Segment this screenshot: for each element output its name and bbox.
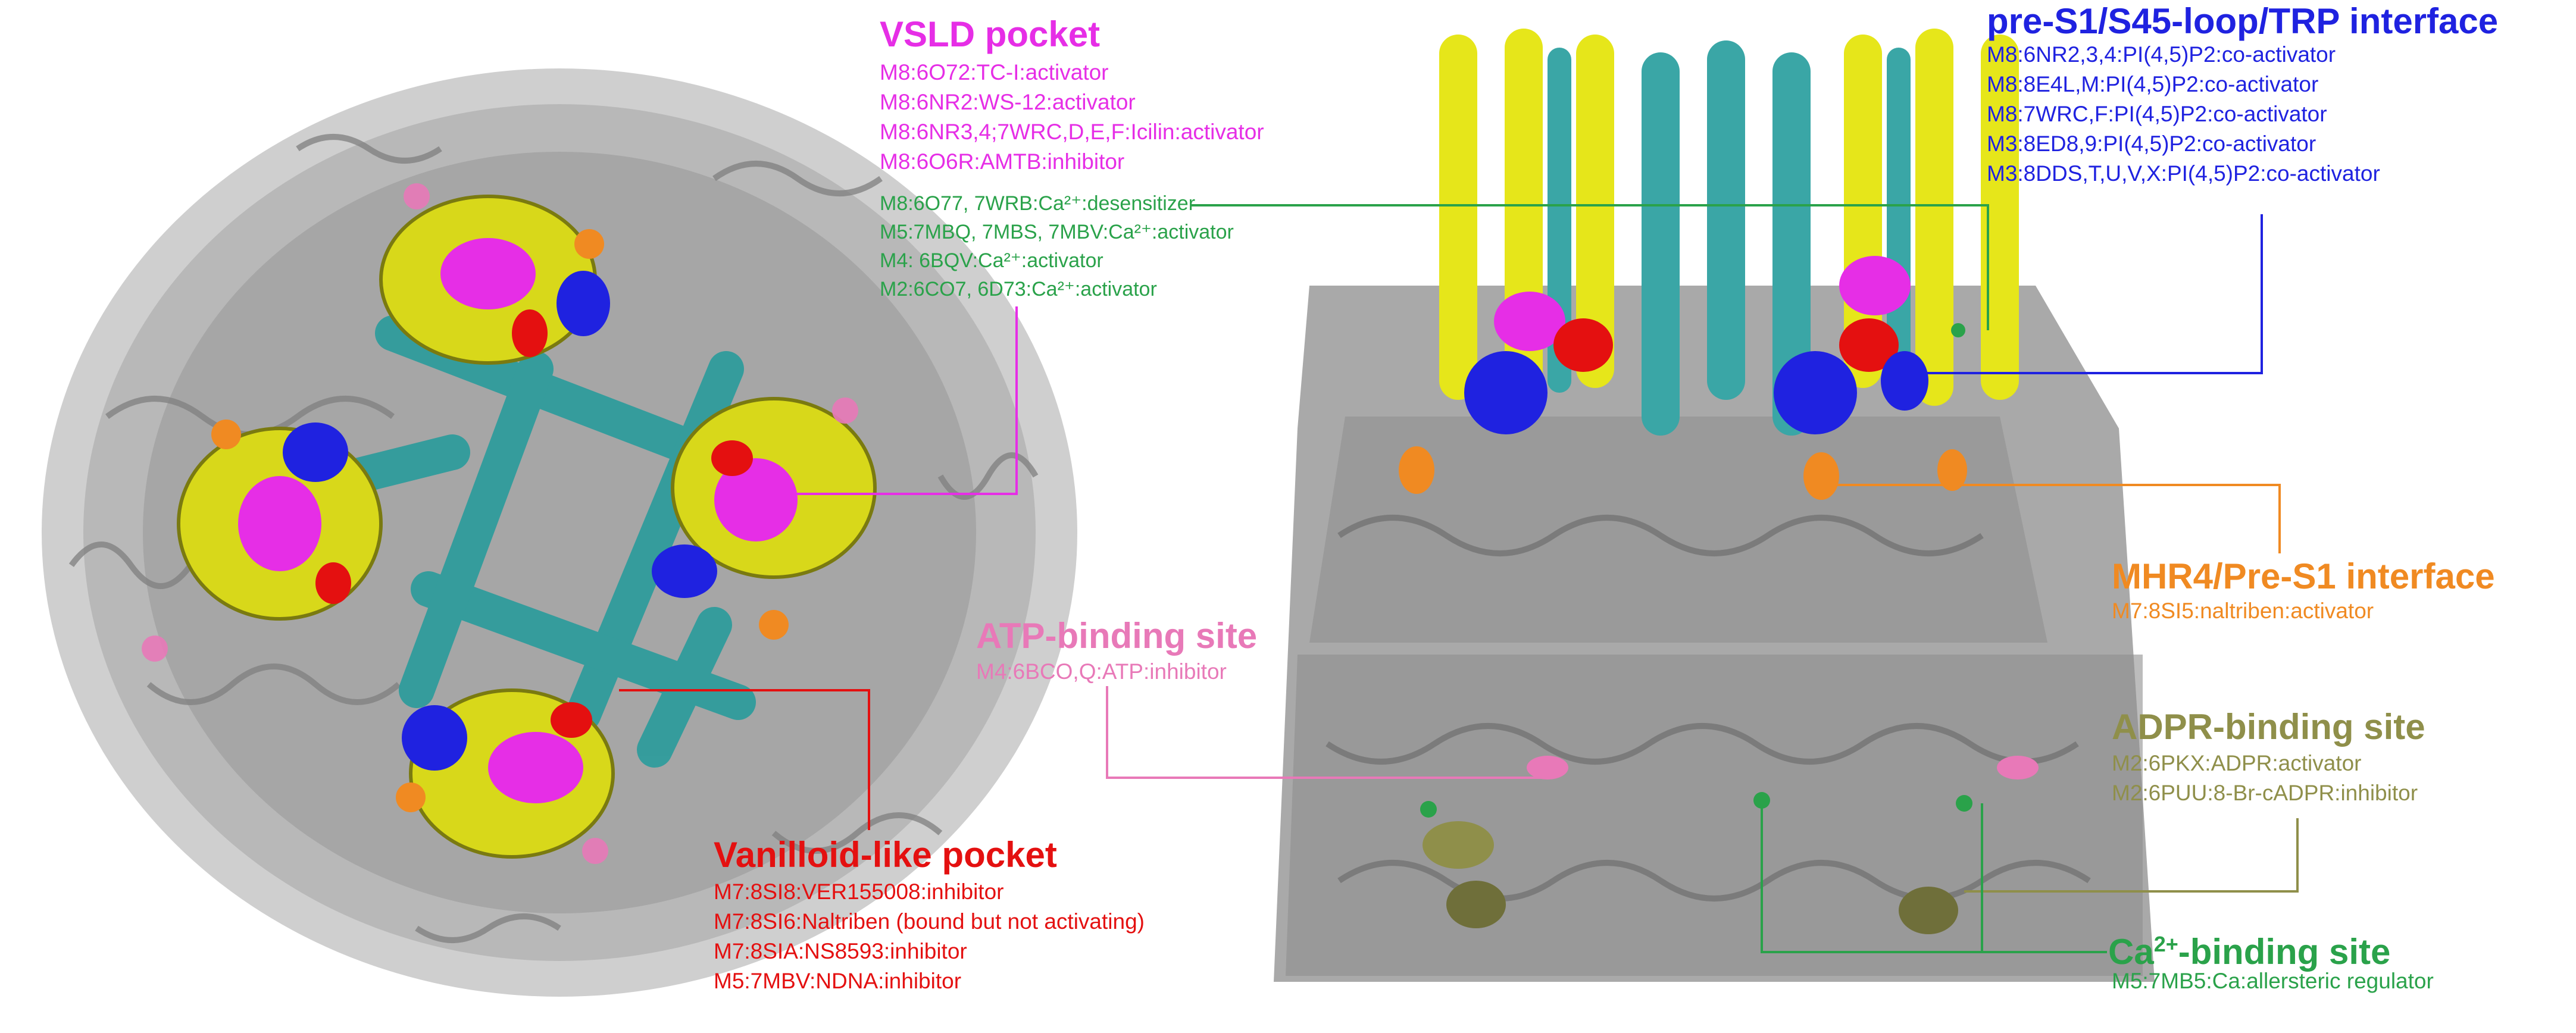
vanilloid-item: M5:7MBV:NDNA:inhibitor bbox=[714, 969, 962, 993]
ca-title-rest: -binding site bbox=[2178, 932, 2391, 972]
ca-title-main: Ca bbox=[2108, 932, 2154, 972]
ca-site-title: Ca2+-binding site bbox=[2108, 925, 2390, 971]
leader-lines bbox=[619, 204, 2299, 953]
atp-item: M4:6BCO,Q:ATP:inhibitor bbox=[976, 659, 1227, 684]
vanilloid-item: M7:8SI6:Naltriben (bound but not activat… bbox=[714, 909, 1145, 934]
adpr-site-title: ADPR-binding site bbox=[2112, 707, 2425, 747]
adpr-item: M2:6PKX:ADPR:activator bbox=[2112, 751, 2362, 775]
mhr4-items: M7:8SI5:naltriben:activator bbox=[2112, 596, 2374, 626]
vsld-item: M8:6NR2:WS-12:activator bbox=[880, 90, 1136, 114]
vsld-ca-item: M2:6CO7, 6D73:Ca²⁺:activator bbox=[880, 278, 1157, 300]
vsld-item: M8:6NR3,4;7WRC,D,E,F:Icilin:activator bbox=[880, 120, 1264, 144]
vsld-items: M8:6O72:TC-I:activator M8:6NR2:WS-12:act… bbox=[880, 58, 1264, 177]
pre-s1-interface-title: pre-S1/S45-loop/TRP interface bbox=[1987, 1, 2499, 41]
mhr4-item: M7:8SI5:naltriben:activator bbox=[2112, 599, 2374, 623]
vanilloid-items: M7:8SI8:VER155008:inhibitor M7:8SI6:Nalt… bbox=[714, 877, 1145, 996]
ca-items: M5:7MB5:Ca:allersteric regulator bbox=[2112, 966, 2434, 996]
pre-s1-items: M8:6NR2,3,4:PI(4,5)P2:co-activator M8:8E… bbox=[1987, 40, 2380, 189]
vsld-pocket-title: VSLD pocket bbox=[880, 14, 1101, 54]
vsld-item: M8:6O72:TC-I:activator bbox=[880, 60, 1109, 84]
vsld-ca-items: M8:6O77, 7WRB:Ca²⁺:desensitizer M5:7MBQ,… bbox=[880, 189, 1234, 303]
ca-item: M5:7MB5:Ca:allersteric regulator bbox=[2112, 969, 2434, 993]
side-view-structure bbox=[1274, 29, 2155, 982]
pre-s1-item: M8:6NR2,3,4:PI(4,5)P2:co-activator bbox=[1987, 42, 2336, 67]
mhr4-interface-title: MHR4/Pre-S1 interface bbox=[2112, 556, 2495, 596]
adpr-item: M2:6PUU:8-Br-cADPR:inhibitor bbox=[2112, 781, 2418, 805]
vsld-ca-item: M8:6O77, 7WRB:Ca²⁺:desensitizer bbox=[880, 192, 1196, 215]
vsld-item: M8:6O6R:AMTB:inhibitor bbox=[880, 149, 1125, 174]
pre-s1-item: M8:8E4L,M:PI(4,5)P2:co-activator bbox=[1987, 72, 2319, 96]
pre-s1-item: M3:8DDS,T,U,V,X:PI(4,5)P2:co-activator bbox=[1987, 161, 2380, 186]
vsld-ca-item: M5:7MBQ, 7MBS, 7MBV:Ca²⁺:activator bbox=[880, 221, 1234, 243]
atp-site-title: ATP-binding site bbox=[976, 616, 1258, 656]
top-view-structure bbox=[42, 68, 1077, 997]
pre-s1-item: M3:8ED8,9:PI(4,5)P2:co-activator bbox=[1987, 132, 2316, 156]
vsld-ca-item: M4: 6BQV:Ca²⁺:activator bbox=[880, 249, 1103, 272]
vanilloid-pocket-title: Vanilloid-like pocket bbox=[714, 835, 1057, 875]
atp-items: M4:6BCO,Q:ATP:inhibitor bbox=[976, 657, 1227, 687]
vanilloid-item: M7:8SIA:NS8593:inhibitor bbox=[714, 939, 967, 963]
ca-title-sup: 2+ bbox=[2153, 932, 2178, 956]
adpr-items: M2:6PKX:ADPR:activator M2:6PUU:8-Br-cADP… bbox=[2112, 749, 2418, 808]
vanilloid-item: M7:8SI8:VER155008:inhibitor bbox=[714, 879, 1004, 904]
pre-s1-item: M8:7WRC,F:PI(4,5)P2:co-activator bbox=[1987, 102, 2327, 126]
